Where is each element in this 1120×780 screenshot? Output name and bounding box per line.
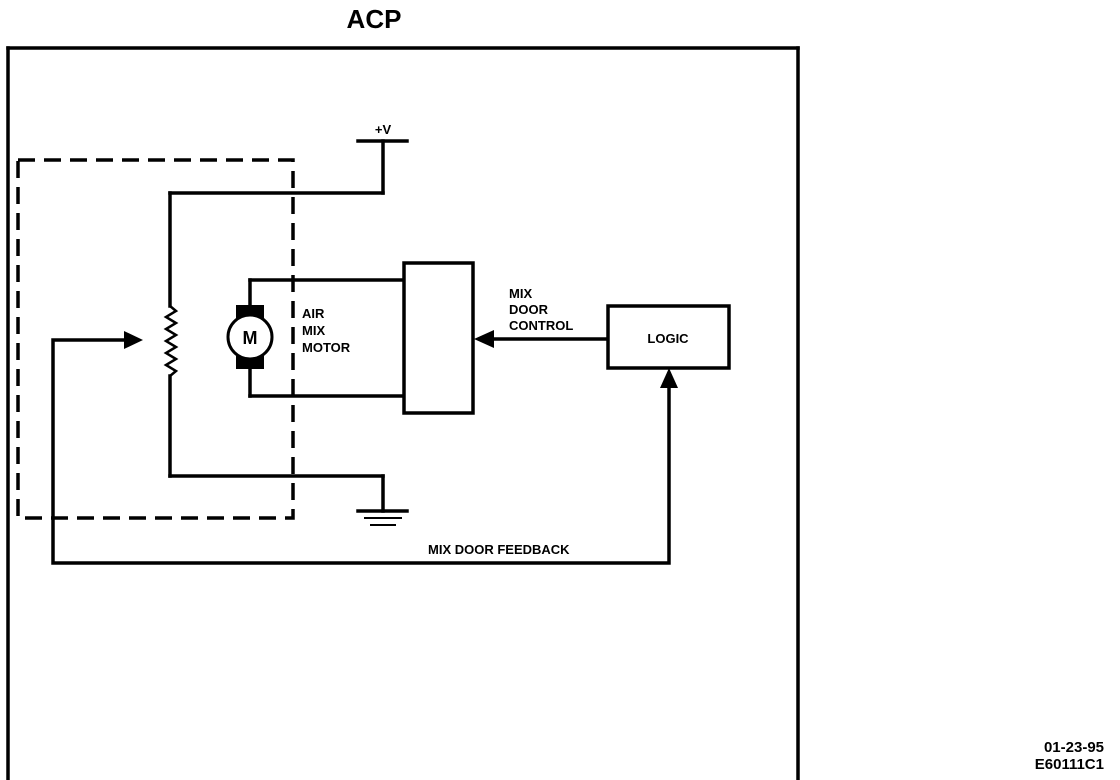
control-label-line-1: MIX	[509, 286, 532, 301]
logic-block	[606, 304, 731, 370]
feedback-wire	[51, 338, 671, 565]
actuator-dashed-outline	[16, 158, 295, 520]
feedback-arrow	[660, 368, 678, 388]
potentiometer-resistor	[163, 305, 179, 377]
motor-name-line-2: MIX	[302, 323, 325, 338]
motor-name-line-3: MOTOR	[302, 340, 351, 355]
control-label-line-3: CONTROL	[509, 318, 573, 333]
ground-symbol	[356, 474, 409, 526]
motor-symbol-letter: M	[243, 328, 258, 348]
logic-block-label: LOGIC	[647, 331, 689, 346]
footer-figure-code: E60111C1	[1035, 756, 1104, 773]
motor-name-line-1: AIR	[302, 306, 325, 321]
diagram-title: ACP	[347, 4, 402, 34]
control-arrow	[474, 330, 494, 348]
acp-enclosure	[6, 46, 800, 780]
supply-voltage-label: +V	[375, 122, 392, 137]
motor-driver-block	[402, 261, 475, 415]
supply-voltage-symbol	[356, 139, 409, 195]
motor-symbol	[226, 305, 274, 369]
wiper-arrow	[124, 331, 143, 349]
footer-date: 01-23-95	[1044, 739, 1104, 756]
feedback-label: MIX DOOR FEEDBACK	[428, 542, 570, 557]
control-label-line-2: DOOR	[509, 302, 549, 317]
